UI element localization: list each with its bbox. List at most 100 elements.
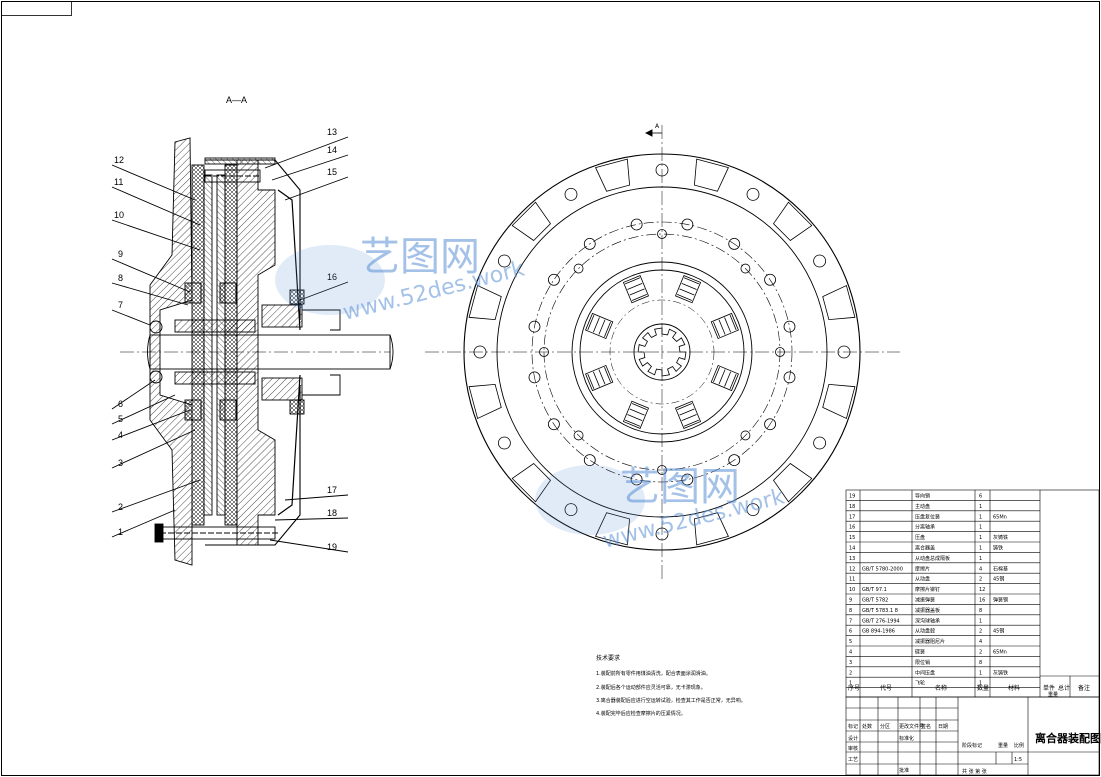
bom-cell-qty: 1 (979, 681, 982, 687)
bom-cell-qty: 8 (979, 660, 982, 666)
bom-cell-note: 铸铁 (993, 545, 1003, 552)
bom-cell-name: 摩擦片铆钉 (915, 586, 940, 593)
bolt-hole (630, 473, 643, 486)
bolt-hole (728, 454, 741, 466)
bom-cell-name: 飞轮 (915, 680, 925, 687)
outer-notch (595, 512, 631, 546)
rivet-hole (573, 430, 584, 441)
technical-notes: 技术要求 1.装配前所有零件用煤油清洗，配合表面涂润滑油。 2.装配后各个运动部… (596, 654, 746, 717)
outer-bolt-hole (813, 436, 827, 450)
watermark-cn: 艺图网 (360, 234, 480, 280)
tb-date: 日期 (938, 724, 948, 730)
bom-cell-no: 14 (849, 546, 855, 552)
outer-bolt-hole (746, 503, 760, 517)
rivet-hole (657, 229, 667, 239)
damper-spring-window (710, 364, 739, 392)
outer-notch (595, 158, 631, 192)
bom-cell-qty: 1 (979, 525, 982, 531)
damper-spring-coil (677, 403, 693, 410)
bom-cell-no: 2 (849, 670, 852, 676)
bom-cell-qty: 1 (979, 546, 982, 552)
bolt-hole (764, 418, 776, 431)
damper-spring-coil (679, 408, 695, 416)
title-block-text: 离合器装配图 标记 处数 分区 更改文件号 签名 日期 设计 标准化 审核 工艺… (848, 723, 1101, 775)
bom-header-no: 序号 (848, 684, 860, 692)
outer-bolt-hole (497, 254, 511, 268)
outer-notch (511, 201, 552, 242)
damper-spring-coil (718, 369, 726, 385)
bolt-hole (548, 418, 560, 431)
bolt-hole (783, 320, 796, 333)
bom-cell-code: GB/T 5783.1 8 (862, 608, 898, 614)
bom-cell-qty: 1 (979, 670, 982, 676)
bom-cell-qty: 1 (979, 618, 982, 624)
outer-bolt-hole (837, 345, 851, 359)
damper-spring-coil (729, 314, 737, 331)
part-label: 18 (327, 508, 337, 518)
watermark-cn: 艺图网 (620, 464, 740, 510)
tb-scale-value: 1:5 (1014, 757, 1022, 763)
rivet-hole (573, 263, 584, 274)
part-label: 16 (327, 272, 337, 282)
bom-cell-no: 5 (849, 639, 852, 645)
front-view-ornaments (468, 158, 856, 546)
tb-mark: 标记 (848, 723, 858, 730)
part-label: 9 (118, 249, 123, 259)
part-label: 3 (118, 458, 123, 468)
outer-bolt-hole (497, 436, 511, 450)
tb-process: 工艺 (848, 757, 858, 763)
bom-cell-name: 从动盘总成隔板 (915, 555, 950, 562)
bom-cell-name: 主动盘 (915, 503, 930, 510)
bom-cell-qty: 1 (979, 556, 982, 562)
part-label: 13 (327, 127, 337, 137)
bom-cell-note: 45钢 (993, 576, 1004, 583)
bom-cell-name: 压盘 (915, 534, 925, 541)
tb-zone: 分区 (880, 723, 890, 730)
outer-notch (772, 201, 813, 242)
bom-cell-note: 弹簧钢 (993, 597, 1008, 604)
part-label: 17 (327, 485, 337, 495)
part-label: 15 (327, 167, 337, 177)
part-labels-left: 12 11 10 9 8 7 6 5 4 3 2 1 (114, 155, 124, 537)
bom-cell-qty: 16 (979, 598, 985, 604)
outer-notch (468, 285, 502, 321)
damper-spring-coil (587, 314, 595, 331)
outer-notch (693, 512, 729, 546)
spline-hub (637, 327, 687, 377)
damper-spring-coil (718, 319, 726, 335)
bolt-hole (764, 273, 776, 286)
bom-cell-name: 导向销 (915, 493, 930, 500)
bom-header-note: 备注 (1078, 684, 1090, 692)
bom-header-name: 名称 (935, 684, 947, 692)
bom-cell-no: 7 (849, 618, 852, 624)
bolt-hole (783, 371, 796, 384)
damper-spring-coil (627, 414, 643, 422)
damper-spring-coil (604, 321, 611, 337)
section-label: A—A (226, 95, 247, 105)
outer-bolt-hole (655, 527, 669, 541)
damper-spring-coil (724, 371, 732, 387)
damper-spring-window (585, 364, 614, 392)
bom-cell-no: 6 (849, 629, 852, 635)
outer-bolt-hole (564, 503, 578, 517)
bom-cell-no: 3 (849, 660, 852, 666)
rivet-hole (539, 347, 549, 357)
bom-cell-note: 灰铸铁 (993, 534, 1008, 541)
damper-spring-coil (681, 282, 697, 290)
bom-header-weight: 重量 (1048, 691, 1058, 698)
tb-change: 更改文件号 (899, 723, 924, 730)
watermark: 艺图网 www.52des.work 艺图网 www.52des.work (275, 234, 787, 554)
damper-spring-coil (629, 288, 645, 296)
bom-cell-note: 45钢 (993, 628, 1004, 635)
bom-cell-no: 17 (849, 514, 855, 520)
bom-cell-name: 离合器盖 (915, 545, 935, 552)
bom-cell-no: 10 (849, 587, 855, 593)
bom-cell-note: 65Mn (993, 514, 1007, 520)
bom-cell-no: 1 (849, 681, 852, 687)
bom-cell-no: 15 (849, 535, 855, 541)
rivet-hole (740, 263, 751, 274)
outer-notch (772, 462, 813, 503)
bolt-hole (728, 238, 741, 250)
bom-cell-no: 4 (849, 650, 852, 656)
damper-spring-coil (681, 414, 697, 422)
